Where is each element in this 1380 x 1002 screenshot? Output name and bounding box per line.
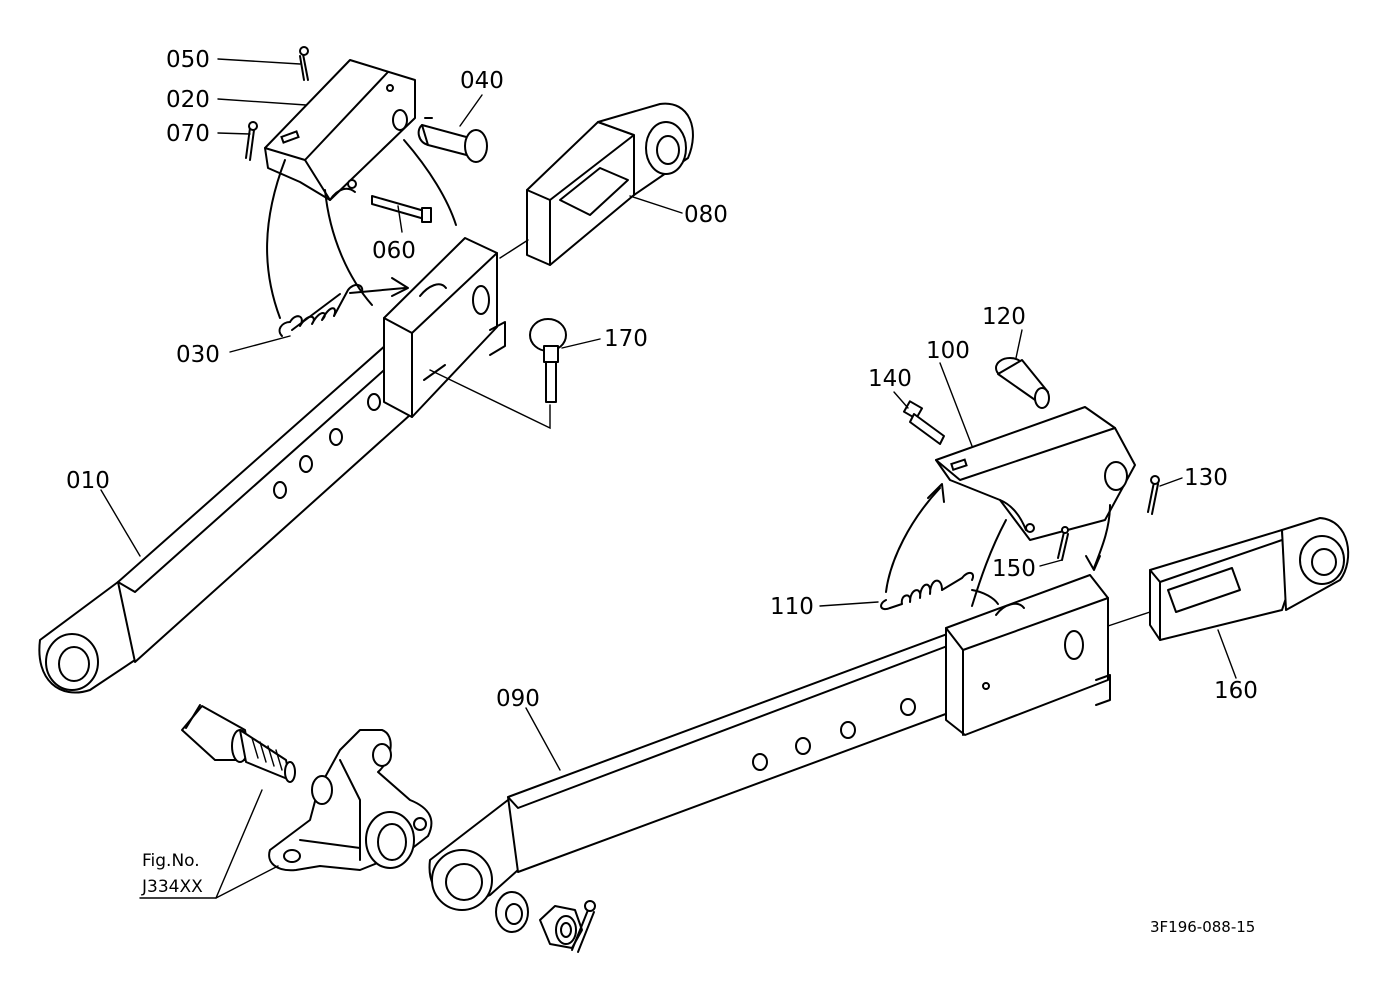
callout-010: 010: [66, 468, 110, 494]
lynch-pin-170: [429, 318, 567, 430]
cotter-pin-bottom: [571, 900, 596, 953]
pin-040: [417, 117, 488, 163]
sleeve-plate-080: [499, 102, 694, 266]
assembly-arrows-lower: [885, 483, 1111, 607]
drawing-id: 3F196-088-15: [1150, 918, 1255, 936]
cotter-pin-150: [1057, 526, 1069, 561]
callout-090: 090: [496, 686, 540, 712]
callout-150: 150: [992, 556, 1036, 582]
callout-160: 160: [1214, 678, 1258, 704]
spring-110: [880, 572, 974, 610]
hitch-bracket: [268, 729, 433, 872]
lower-link-right: [428, 574, 1111, 911]
callout-020: 020: [166, 87, 210, 113]
bolt-140: [902, 400, 945, 445]
castle-nut: [539, 905, 583, 949]
sleeve-plate-160: [1107, 517, 1350, 641]
lower-link-left: [38, 237, 506, 694]
hitch-shaft: [181, 704, 296, 783]
callout-leaders: [100, 58, 1237, 771]
bolt-060: [371, 195, 432, 223]
fig-reference-leaders: [139, 789, 279, 899]
fig-no-label: Fig.No.: [142, 851, 200, 871]
latch-bracket-upper: [264, 59, 416, 201]
callout-060: 060: [372, 238, 416, 264]
callout-050: 050: [166, 47, 210, 73]
callout-140: 140: [868, 366, 912, 392]
fig-no-number: J334XX: [141, 877, 203, 897]
cotter-pin-130: [1147, 475, 1160, 515]
callout-030: 030: [176, 342, 220, 368]
latch-bracket-lower: [935, 406, 1136, 541]
pin-120: [995, 357, 1050, 409]
assembly-arrows-upper: [266, 139, 457, 319]
callout-110: 110: [770, 594, 814, 620]
callout-070: 070: [166, 121, 210, 147]
callout-120: 120: [982, 304, 1026, 330]
callout-170: 170: [604, 326, 648, 352]
cotter-pin-070: [245, 121, 258, 161]
cotter-pin-050: [299, 46, 309, 81]
callout-040: 040: [460, 68, 504, 94]
callout-080: 080: [684, 202, 728, 228]
callout-130: 130: [1184, 465, 1228, 491]
washer: [495, 891, 529, 933]
callout-100: 100: [926, 338, 970, 364]
